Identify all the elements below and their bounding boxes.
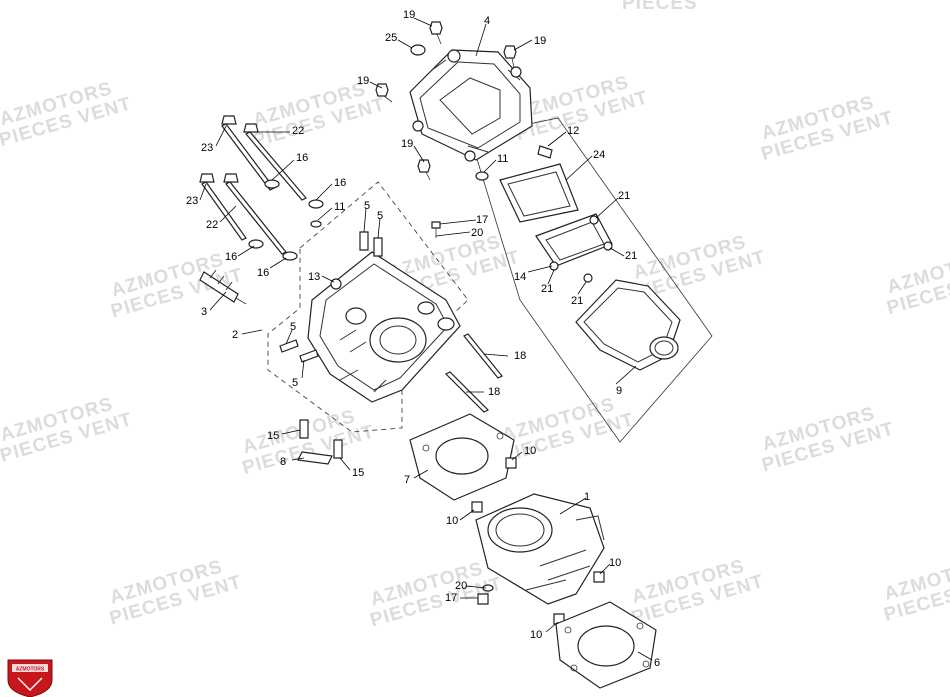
callout-14: 14 <box>514 271 526 283</box>
assembly-outlines <box>267 117 713 443</box>
callout-21: 21 <box>541 283 553 295</box>
head-dowels <box>279 231 383 363</box>
callout-19: 19 <box>403 9 415 21</box>
callout-12: 12 <box>567 125 579 137</box>
head-bolts <box>199 115 324 261</box>
callout-7: 7 <box>404 474 410 486</box>
cover-pin-and-seal <box>310 145 553 228</box>
callout-5: 5 <box>292 377 298 389</box>
spark-plug <box>199 269 247 305</box>
callout-5: 5 <box>364 200 370 212</box>
callout-15: 15 <box>267 430 279 442</box>
cylinder-head <box>307 251 461 403</box>
callout-17: 17 <box>476 214 488 226</box>
logo-text: AZMOTORS <box>16 667 45 673</box>
callout-13: 13 <box>308 271 320 283</box>
callout-19: 19 <box>401 138 413 150</box>
studs-and-guide <box>297 419 343 465</box>
head-nut <box>330 278 342 290</box>
callout-25: 25 <box>385 32 397 44</box>
callout-22: 22 <box>206 219 218 231</box>
callout-15: 15 <box>352 467 364 479</box>
callout-6: 6 <box>654 657 660 669</box>
callout-19: 19 <box>534 35 546 47</box>
callout-18: 18 <box>514 350 526 362</box>
callout-labels: 19 4 25 19 19 23 22 12 19 24 16 11 16 23… <box>186 9 660 669</box>
callout-23: 23 <box>186 195 198 207</box>
cylinder-head-outline <box>267 181 469 433</box>
head-gasket <box>409 413 515 501</box>
breather-plate <box>499 163 579 223</box>
callout-20: 20 <box>455 580 467 592</box>
callout-16: 16 <box>334 177 346 189</box>
watermark-top-fragment: PIECES <box>622 0 698 14</box>
cover-bolts <box>375 21 517 181</box>
callout-16: 16 <box>257 267 269 279</box>
callout-24: 24 <box>593 149 605 161</box>
cylinder-block <box>475 493 605 605</box>
breather-cover <box>535 213 613 283</box>
callout-2: 2 <box>232 329 238 341</box>
cylinder-dowels <box>471 457 605 625</box>
callout-11: 11 <box>334 201 345 213</box>
callout-4: 4 <box>484 15 490 27</box>
callout-5: 5 <box>290 321 296 333</box>
callout-20: 20 <box>471 227 483 239</box>
callout-21: 21 <box>625 250 637 262</box>
callout-19: 19 <box>357 75 369 87</box>
callout-22: 22 <box>292 125 304 137</box>
callout-5: 5 <box>377 210 383 222</box>
base-gasket <box>555 601 657 689</box>
cylinder-side-bolt <box>477 584 494 605</box>
callout-16: 16 <box>225 251 237 263</box>
callout-11: 11 <box>497 153 508 165</box>
callout-21: 21 <box>571 295 583 307</box>
callout-1: 1 <box>584 491 590 503</box>
callout-10: 10 <box>609 557 621 569</box>
valve-cover <box>409 49 533 162</box>
callout-9: 9 <box>616 385 622 397</box>
leader-lines <box>199 17 653 661</box>
callout-10: 10 <box>524 445 536 457</box>
callout-23: 23 <box>201 142 213 154</box>
callout-3: 3 <box>201 306 207 318</box>
callout-17: 17 <box>445 592 457 604</box>
callout-8: 8 <box>280 456 286 468</box>
callout-18: 18 <box>488 386 500 398</box>
callout-10: 10 <box>446 515 458 527</box>
azmotors-shield-logo: AZMOTORS <box>7 659 53 697</box>
callout-10: 10 <box>530 629 542 641</box>
callout-16: 16 <box>296 152 308 164</box>
valve-cover-gasket <box>575 279 681 371</box>
valve-cover-gasket-frame <box>469 117 713 443</box>
callout-21: 21 <box>618 190 630 202</box>
